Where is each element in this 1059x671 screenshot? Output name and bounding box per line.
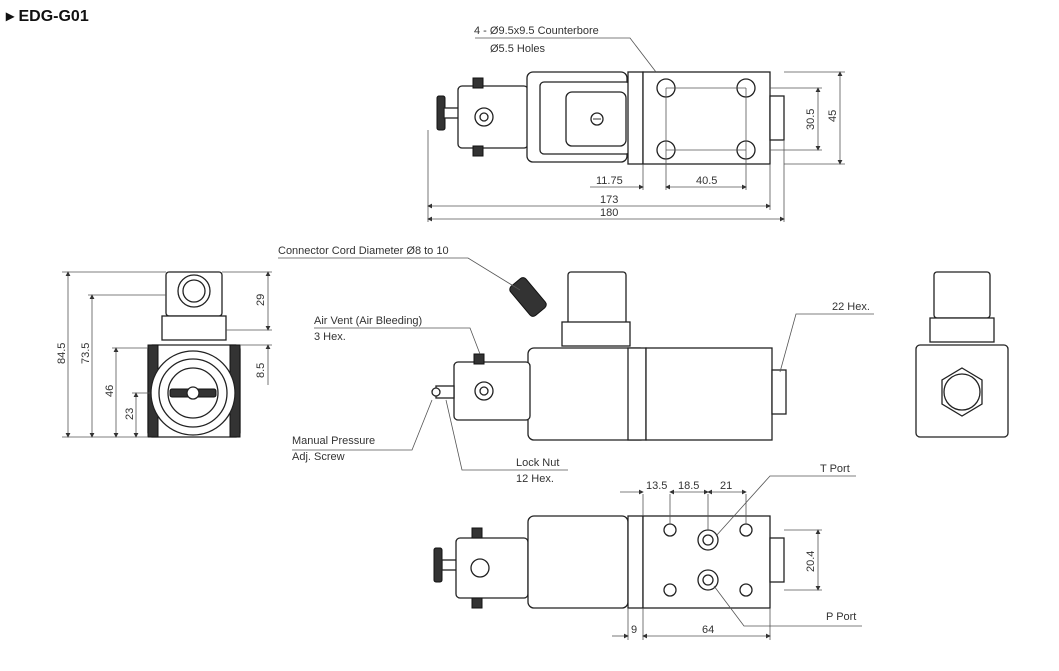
t-port-label: T Port	[820, 463, 850, 475]
page-title: ▸ EDG-G01	[6, 8, 89, 25]
dim-20-4: 20.4	[805, 551, 817, 572]
lock-nut-hex-label: 12 Hex.	[516, 473, 554, 485]
dim-11-75: 11.75	[596, 175, 623, 187]
p-port-label: P Port	[826, 611, 856, 623]
dim-40-5: 40.5	[696, 175, 717, 187]
dim-30-5: 30.5	[805, 109, 817, 130]
center-view: Connector Cord Diameter Ø8 to 10 Air Ven…	[278, 245, 874, 485]
left-view: 84.5 73.5 46 23 29 8.5	[56, 271, 272, 438]
dim-18-5: 18.5	[678, 480, 699, 492]
holes-label: Ø5.5 Holes	[490, 43, 546, 55]
hex22-label: 22 Hex.	[832, 301, 870, 313]
dim-180: 180	[600, 207, 618, 219]
connector-label: Connector Cord Diameter Ø8 to 10	[278, 245, 449, 257]
air-vent-label: Air Vent (Air Bleeding)	[314, 315, 422, 327]
counterbore-label: 4 - Ø9.5x9.5 Counterbore	[474, 25, 599, 37]
dim-29: 29	[255, 294, 267, 306]
manual-adj-label: Adj. Screw	[292, 451, 345, 463]
dim-64: 64	[702, 624, 714, 636]
dim-84-5: 84.5	[56, 343, 68, 364]
dim-21: 21	[720, 480, 732, 492]
dim-173: 173	[600, 194, 618, 206]
dim-8-5: 8.5	[255, 363, 267, 378]
manual-pressure-label: Manual Pressure	[292, 435, 375, 447]
dim-45: 45	[827, 110, 839, 122]
dim-46: 46	[104, 385, 116, 397]
lock-nut-label: Lock Nut	[516, 457, 559, 469]
right-view	[915, 271, 1009, 438]
bottom-view: 13.5 18.5 21 T Port P Port 20.4 9 64	[433, 463, 862, 640]
dim-9: 9	[631, 624, 637, 636]
dim-73-5: 73.5	[80, 343, 92, 364]
dim-23: 23	[124, 408, 136, 420]
dim-13-5: 13.5	[646, 480, 667, 492]
top-view: 4 - Ø9.5x9.5 Counterbore Ø5.5 Holes 30.5…	[427, 25, 845, 222]
air-vent-hex-label: 3 Hex.	[314, 331, 346, 343]
